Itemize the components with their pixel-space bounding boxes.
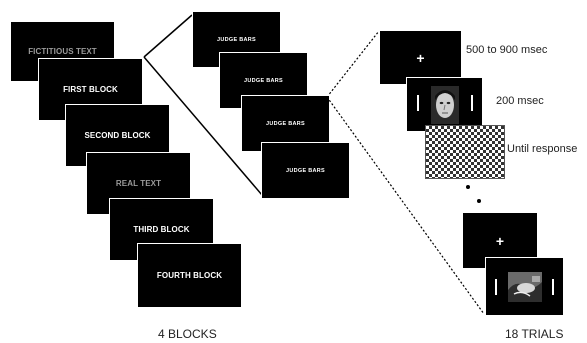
block-screen-fourth-block: FOURTH BLOCK — [137, 243, 241, 307]
trial-zoom-line-top — [326, 30, 380, 98]
left-bar — [495, 279, 497, 295]
block-label: FIRST BLOCK — [63, 85, 118, 94]
judge-bars-screen: JUDGE BARS — [261, 142, 349, 198]
face-stimulus-screen — [406, 77, 482, 131]
right-bar — [471, 95, 473, 111]
block-label: SECOND BLOCK — [84, 131, 151, 140]
zoom-line-top — [143, 14, 193, 58]
left-bar — [417, 95, 419, 111]
fixation-screen: + — [379, 30, 461, 84]
continuation-dot — [477, 199, 481, 203]
trial-zoom-line-bottom — [326, 96, 485, 315]
judge-bars-screen: JUDGE BARS — [241, 95, 329, 151]
blocks-caption: 4 BLOCKS — [158, 327, 217, 341]
timing-mask: Until response — [507, 143, 578, 155]
face-image — [430, 85, 459, 124]
block-label: FOURTH BLOCK — [156, 271, 223, 280]
mask-screen — [425, 125, 505, 179]
zoom-line-bottom — [143, 56, 263, 196]
judge-bars-label: JUDGE BARS — [243, 77, 284, 84]
trials-caption: 18 TRIALS — [505, 327, 564, 341]
judge-bars-label: JUDGE BARS — [265, 120, 306, 127]
fixation-cross: + — [416, 49, 425, 66]
block-label: THIRD BLOCK — [133, 225, 190, 234]
block-label: REAL TEXT — [115, 179, 162, 188]
judge-bars-label: JUDGE BARS — [285, 167, 326, 174]
timing-stimulus: 200 msec — [496, 95, 544, 107]
scene-stimulus-screen — [485, 257, 563, 315]
right-bar — [552, 279, 554, 295]
judge-bars-label: JUDGE BARS — [216, 36, 257, 43]
fixation-cross: + — [495, 232, 505, 249]
continuation-dot — [466, 185, 470, 189]
block-label: FICTITIOUS TEXT — [28, 47, 97, 56]
timing-fixation: 500 to 900 msec — [466, 44, 548, 56]
scene-image — [507, 271, 542, 302]
